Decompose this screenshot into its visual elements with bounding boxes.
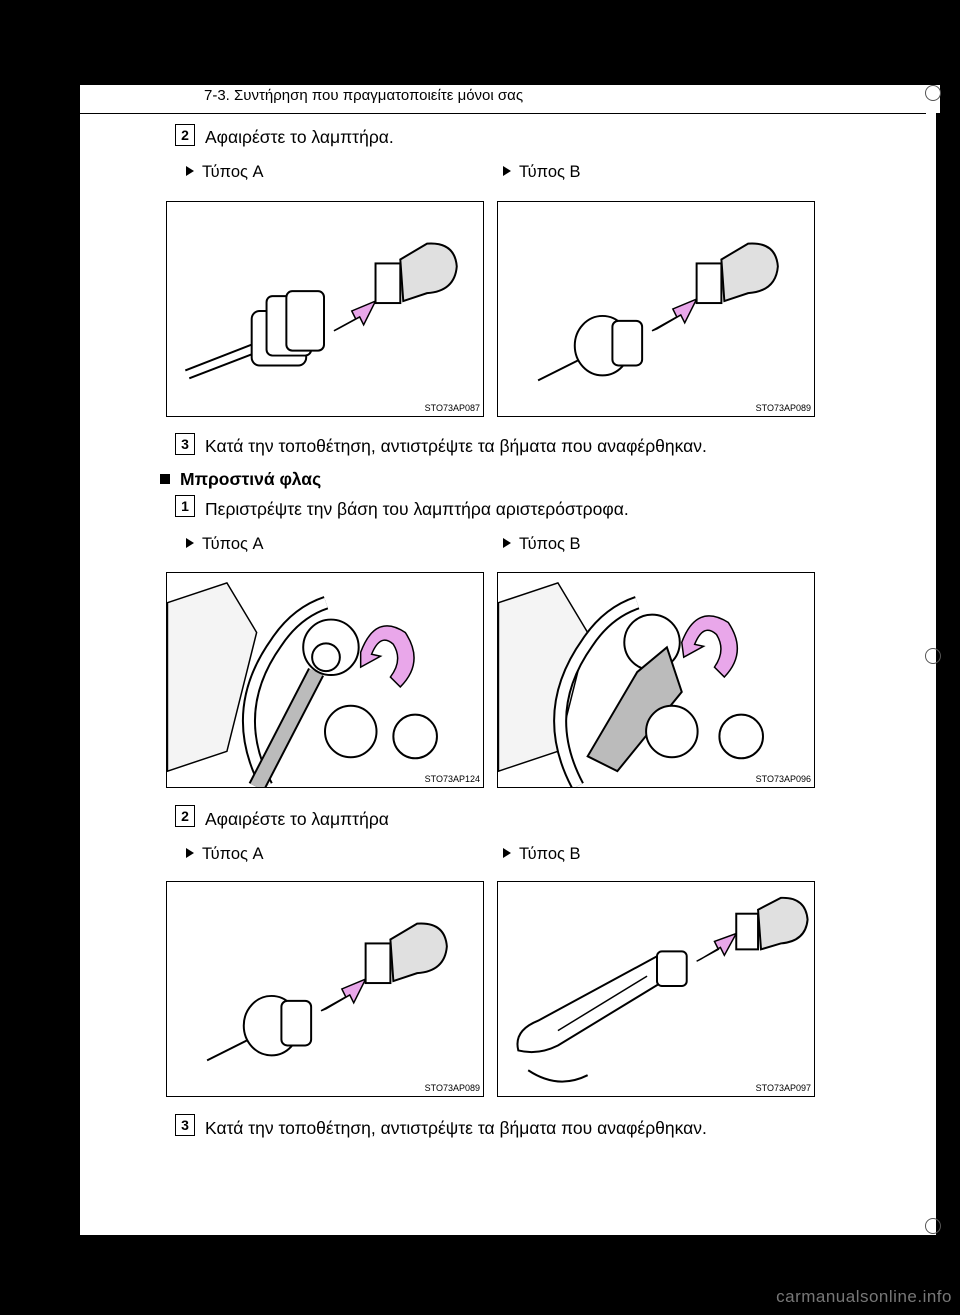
page-edge-bar	[936, 113, 940, 1235]
crop-mark-icon	[925, 85, 941, 101]
square-bullet-icon	[160, 474, 170, 484]
step-text: Κατά την τοποθέτηση, αντιστρέψτε τα βήμα…	[205, 436, 707, 456]
figure-bulb-removal-type-a: STO73AP087	[166, 201, 484, 417]
type-a-label: Τύπος A	[186, 845, 264, 864]
manual-page: 7-3. Συντήρηση που πραγματοποιείτε μόνοι…	[80, 85, 940, 1235]
figure-rotate-socket-type-a: STO73AP124	[166, 572, 484, 788]
registration-mark-icon	[925, 648, 941, 664]
step-number: 3	[175, 1114, 195, 1136]
triangle-bullet-icon	[186, 848, 194, 858]
step-number: 2	[175, 805, 195, 827]
figure-code: STO73AP087	[424, 403, 480, 413]
figure-rotate-socket-type-b: STO73AP096	[497, 572, 815, 788]
crop-mark-icon	[925, 1218, 941, 1234]
figure-code: STO73AP124	[424, 774, 480, 784]
step-text: Αφαιρέστε το λαμπτήρα.	[205, 127, 394, 147]
type-a-label: Τύπος A	[186, 535, 264, 554]
triangle-bullet-icon	[503, 166, 511, 176]
type-a-label: Τύπος A	[186, 163, 264, 182]
section-title: Μπροστινά φλας	[160, 469, 321, 490]
section-header: 7-3. Συντήρηση που πραγματοποιείτε μόνοι…	[204, 87, 524, 104]
step-number: 2	[175, 124, 195, 146]
header-rule	[80, 113, 926, 114]
triangle-bullet-icon	[503, 538, 511, 548]
figure-bulb-removal-type-b-2: STO73AP097	[497, 881, 815, 1097]
figure-code: STO73AP089	[755, 403, 811, 413]
step-number: 3	[175, 433, 195, 455]
triangle-bullet-icon	[503, 848, 511, 858]
type-b-label: Τύπος B	[503, 163, 581, 182]
step-text: Περιστρέψτε την βάση του λαμπτήρα αριστε…	[205, 499, 629, 519]
type-b-label: Τύπος B	[503, 845, 581, 864]
figure-bulb-removal-type-b: STO73AP089	[497, 201, 815, 417]
figure-code: STO73AP097	[755, 1083, 811, 1093]
figure-code: STO73AP089	[424, 1083, 480, 1093]
figure-bulb-removal-type-a-2: STO73AP089	[166, 881, 484, 1097]
step-text: Κατά την τοποθέτηση, αντιστρέψτε τα βήμα…	[205, 1118, 707, 1138]
triangle-bullet-icon	[186, 538, 194, 548]
figure-code: STO73AP096	[755, 774, 811, 784]
step-text: Αφαιρέστε το λαμπτήρα	[205, 809, 389, 829]
watermark: carmanualsonline.info	[776, 1287, 952, 1306]
triangle-bullet-icon	[186, 166, 194, 176]
type-b-label: Τύπος B	[503, 535, 581, 554]
step-number: 1	[175, 495, 195, 517]
